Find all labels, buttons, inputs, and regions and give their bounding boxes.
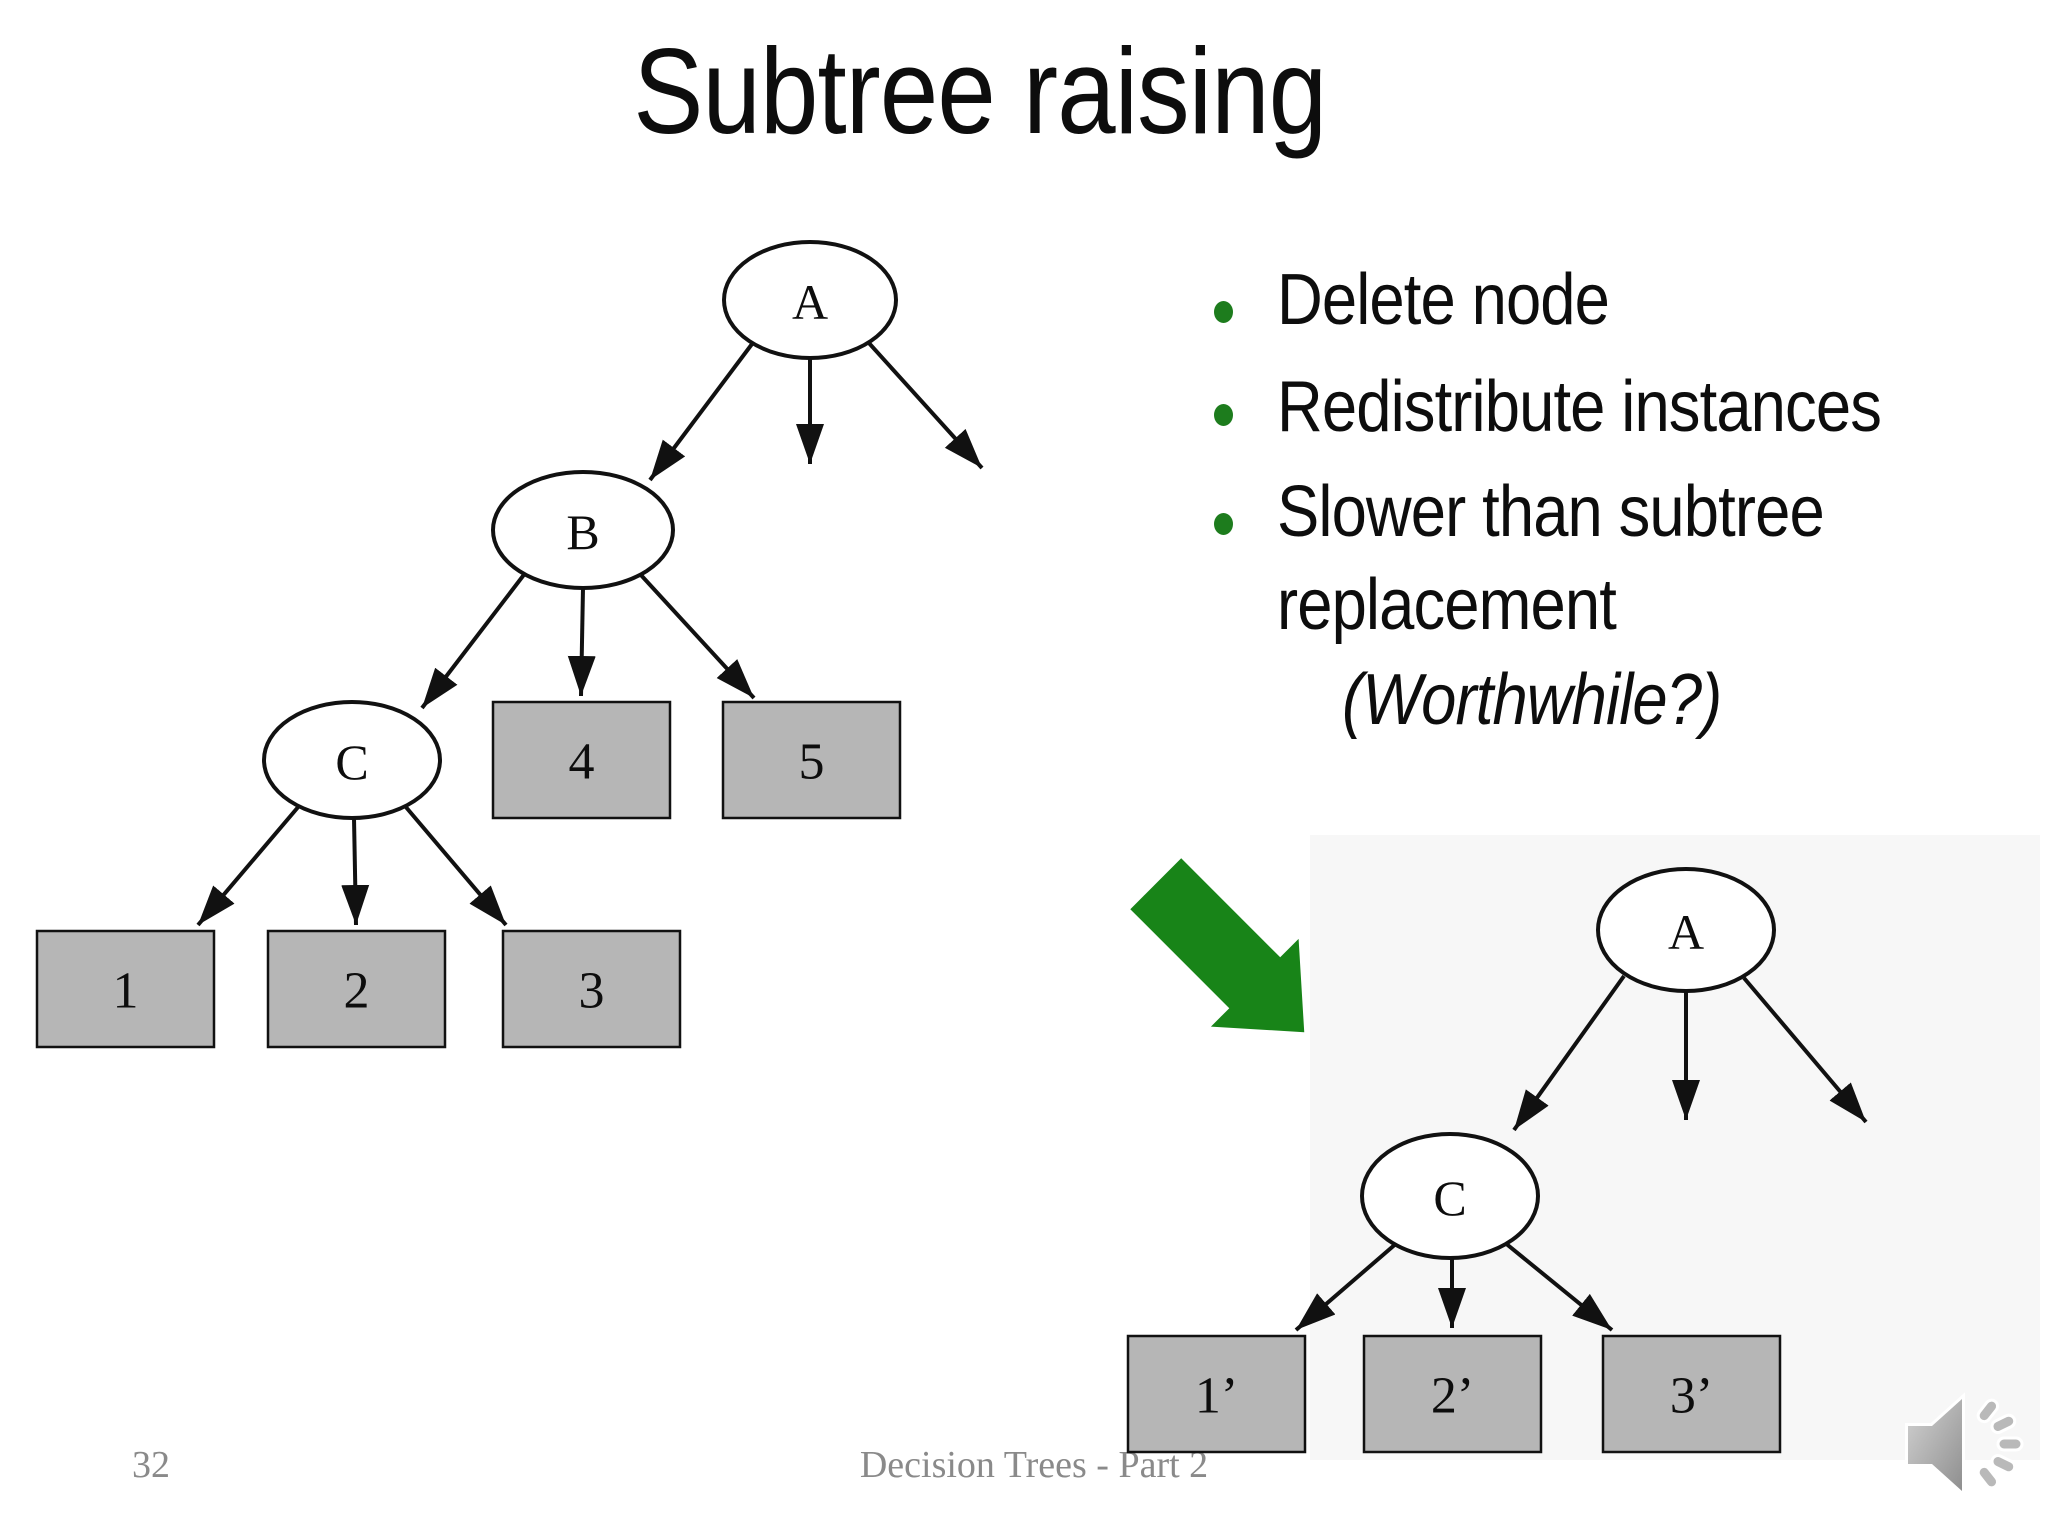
leaf-label: 5	[799, 734, 825, 791]
leaf-box	[721, 700, 902, 820]
leaf-box	[1601, 1334, 1782, 1454]
bullet-item: Delete node	[1277, 256, 1654, 344]
leaf-box	[35, 929, 216, 1049]
tree-edge-arrow	[1294, 1240, 1400, 1332]
bullet-text: Redistribute instances	[1277, 367, 1882, 447]
tree-edge-arrow	[1502, 1240, 1614, 1332]
tree-edge-arrow	[403, 804, 508, 927]
leaf-label: 4	[569, 734, 595, 791]
tree-edge-arrow	[648, 342, 754, 482]
tree-edge-arrow	[1742, 976, 1868, 1124]
tree-after: 1’ 2’ 3’ A C	[1126, 867, 1868, 1454]
leaf-box	[491, 700, 672, 820]
tree-node	[722, 240, 898, 360]
leaf-box	[266, 929, 447, 1049]
tree-node-label: C	[335, 734, 368, 790]
tree-node	[491, 470, 675, 590]
speaker-sound-waves	[1976, 1398, 2024, 1490]
bullet-item-continuation: replacement	[1277, 561, 1662, 649]
tree-edge-arrow	[196, 804, 301, 927]
speaker-horn	[1905, 1392, 1965, 1498]
tree-node-label: A	[792, 274, 828, 330]
bullet-aside: (Worthwhile?)	[1342, 656, 1773, 744]
leaf-box	[1126, 1334, 1307, 1454]
tree-edge-arrow	[341, 817, 370, 926]
tree-edge-arrow	[638, 572, 756, 700]
leaf-label: 1’	[1195, 1368, 1238, 1425]
bullet-dot	[1214, 513, 1233, 535]
tree-node-label: C	[1433, 1170, 1466, 1226]
leaf-label: 2’	[1431, 1368, 1474, 1425]
leaf-box	[1362, 1334, 1543, 1454]
green-block-arrow-icon	[1130, 858, 1305, 1033]
tree-node-label: B	[566, 504, 599, 560]
bullet-text: Slower than subtree	[1277, 472, 1825, 552]
leaf-label: 1	[113, 963, 139, 1020]
leaf-label: 2	[344, 963, 370, 1020]
bullet-item: Redistribute instances	[1277, 363, 1963, 451]
bullet-item: Slower than subtree	[1277, 468, 1898, 556]
bullet-dot	[1214, 404, 1233, 426]
tree-before: 1 2 3 4 5 A B C	[35, 240, 984, 1049]
tree-node-label: A	[1668, 904, 1704, 960]
leaf-label: 3	[579, 963, 605, 1020]
audio-speaker-icon[interactable]	[1905, 1392, 2024, 1498]
tree-node	[1360, 1132, 1540, 1260]
bullet-text: replacement	[1277, 565, 1617, 645]
page-number: 32	[132, 1444, 170, 1486]
tree-node	[262, 700, 442, 820]
slide-title: Subtree raising	[0, 18, 1960, 164]
bullet-aside-text: (Worthwhile?)	[1342, 660, 1722, 740]
tree-edge-arrow	[866, 340, 984, 470]
leaf-label: 3’	[1670, 1368, 1713, 1425]
leaf-box	[501, 929, 682, 1049]
tree-edge-arrow	[420, 570, 528, 710]
tree-edge-arrow	[567, 587, 596, 697]
bullet-text: Delete node	[1277, 260, 1610, 340]
slide-title-text: Subtree raising	[633, 23, 1328, 159]
tree-edge-arrow	[1512, 974, 1626, 1132]
bullet-dot	[1214, 301, 1233, 323]
tree-node	[1596, 867, 1776, 993]
